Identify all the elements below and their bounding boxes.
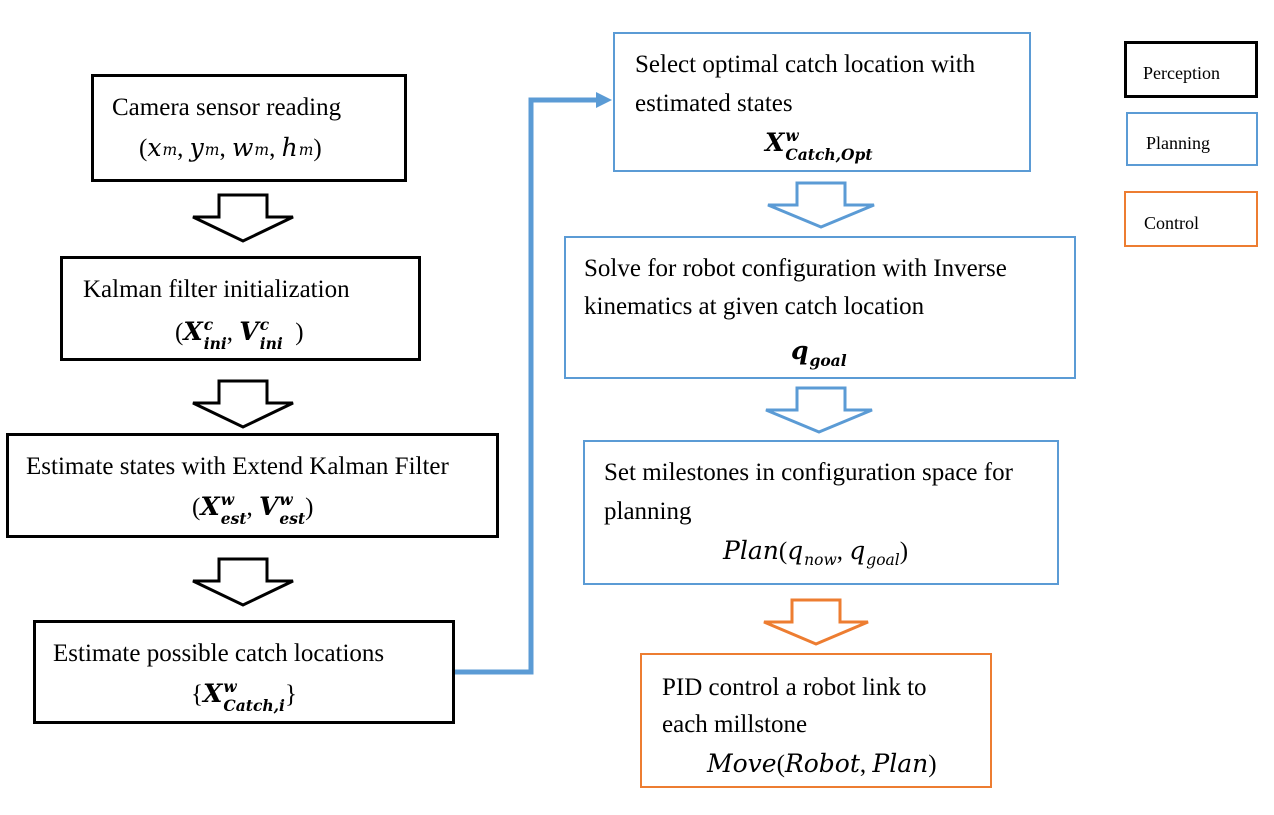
down-arrow-camera-to-kalman	[192, 193, 294, 243]
inverse-kinematics-box: Solve for robot configuration with Inver…	[564, 236, 1076, 379]
milestones-line2: planning	[604, 498, 692, 525]
estimate-states-box: Estimate states with Extend Kalman Filte…	[6, 433, 499, 538]
legend-perception-label: Perception	[1143, 63, 1220, 83]
inverse-kinematics-line1: Solve for robot configuration with Inver…	[584, 255, 1007, 282]
pid-control-line2: each millstone	[662, 711, 808, 738]
down-arrow-kalman-to-estimate	[192, 379, 294, 429]
legend-control: Control	[1124, 191, 1258, 247]
camera-sensor-label: Camera sensor reading	[112, 94, 342, 121]
pid-control-formula: Move(Robot, Plan)	[707, 749, 937, 778]
estimate-states-label: Estimate states with Extend Kalman Filte…	[26, 453, 449, 480]
pid-control-box: PID control a robot link to each millsto…	[640, 653, 992, 788]
connector-arrowhead	[596, 92, 612, 108]
kalman-init-label: Kalman filter initialization	[83, 276, 350, 303]
legend-planning: Planning	[1126, 112, 1258, 166]
down-arrow-ik-to-milestones	[765, 386, 873, 434]
select-optimal-line1: Select optimal catch location with	[635, 51, 976, 78]
down-arrow-select-to-ik	[767, 181, 875, 229]
catch-locations-label: Estimate possible catch locations	[53, 640, 385, 667]
down-arrow-estimate-to-catch	[192, 557, 294, 607]
legend-planning-label: Planning	[1146, 133, 1211, 153]
select-optimal-line2: estimated states	[635, 90, 793, 117]
milestones-box: Set milestones in configuration space fo…	[583, 440, 1059, 585]
pid-control-line1: PID control a robot link to	[662, 674, 927, 701]
select-optimal-box: Select optimal catch location with estim…	[613, 32, 1031, 172]
elbow-connector-catch-to-select	[455, 97, 598, 675]
legend-control-label: Control	[1144, 213, 1200, 233]
down-arrow-milestones-to-pid	[763, 598, 869, 646]
milestones-line1: Set milestones in configuration space fo…	[604, 459, 1013, 486]
inverse-kinematics-line2: kinematics at given catch location	[584, 293, 925, 320]
legend-perception: Perception	[1124, 41, 1258, 98]
